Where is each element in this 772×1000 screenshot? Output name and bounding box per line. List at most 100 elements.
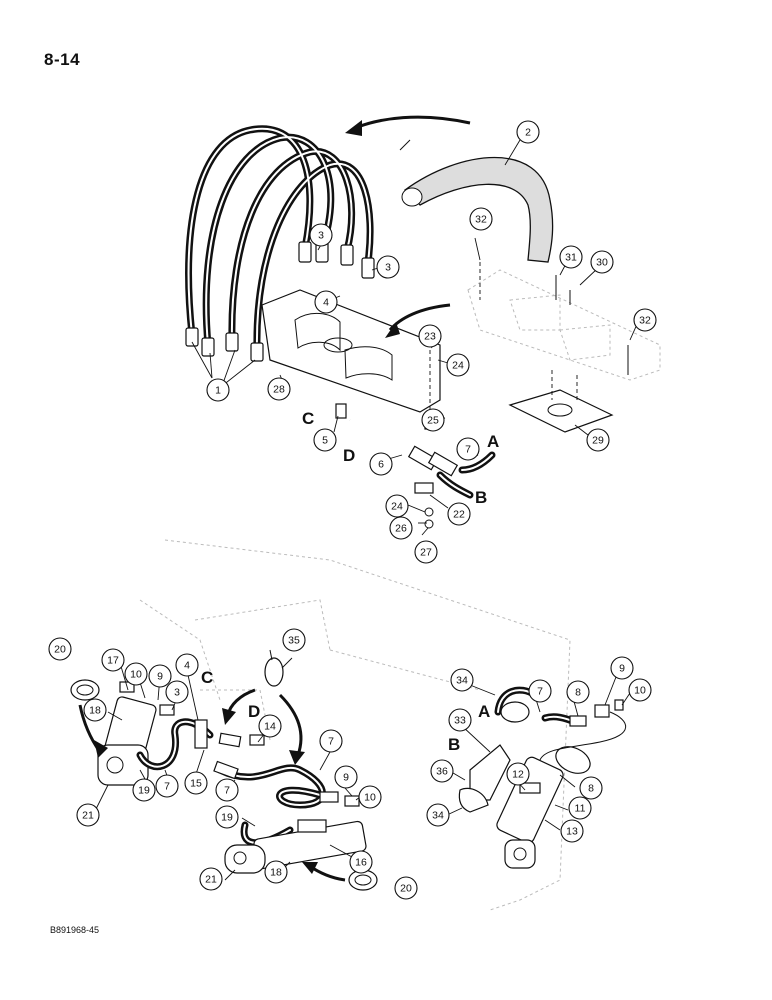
- callout-c9a: 9: [148, 664, 172, 688]
- callout-number: 32: [475, 214, 487, 226]
- callout-number: 30: [596, 257, 608, 269]
- clamp-left: [70, 679, 108, 758]
- callout-number: 7: [537, 686, 543, 698]
- callout-c9b: 9: [334, 765, 358, 789]
- callout-c10a: 10: [124, 662, 148, 686]
- arrow-left-2: [278, 693, 303, 756]
- callout-number: 3: [174, 687, 180, 699]
- callout-c10b: 10: [358, 785, 382, 809]
- callout-number: 34: [432, 810, 444, 822]
- callout-number: 11: [575, 803, 586, 815]
- callout-number: 15: [190, 778, 202, 790]
- callout-number: 8: [588, 783, 594, 795]
- callout-c34a: 34: [450, 668, 474, 692]
- callout-c16: 16: [349, 850, 373, 874]
- cylinder-left: [97, 681, 157, 786]
- callout-number: 29: [592, 435, 604, 447]
- callout-layer: 1233456722232424252627282930313232201710…: [48, 120, 657, 900]
- callout-number: 24: [452, 360, 464, 372]
- callout-c26: 26: [389, 516, 413, 540]
- callout-c28: 28: [267, 377, 291, 401]
- hose-sleeve: [399, 139, 554, 263]
- callout-c8b: 8: [579, 776, 603, 800]
- callout-c5: 5: [313, 428, 337, 452]
- callout-number: 27: [420, 547, 432, 559]
- callout-c9c: 9: [610, 656, 634, 680]
- callout-c33: 33: [448, 708, 472, 732]
- callout-c20b: 20: [394, 876, 418, 900]
- callout-c6: 6: [369, 452, 393, 476]
- callout-c3a: 3: [309, 223, 333, 247]
- mounting-plate: [261, 289, 441, 413]
- callout-number: 4: [184, 660, 190, 672]
- callout-number: 28: [273, 384, 285, 396]
- figure-id: B891968-45: [50, 925, 100, 935]
- callout-c11: 11: [568, 796, 592, 820]
- callout-c32a: 32: [469, 207, 493, 231]
- hose-group: [185, 125, 375, 362]
- callout-c27: 27: [414, 540, 438, 564]
- callout-c7d: 7: [215, 778, 239, 802]
- callout-number: 18: [270, 867, 282, 879]
- callout-number: 10: [364, 792, 376, 804]
- callout-number: 20: [54, 644, 66, 656]
- callout-number: 4: [323, 297, 329, 309]
- callout-number: 3: [385, 262, 391, 274]
- hose-right-group: [458, 686, 627, 813]
- callout-number: 35: [288, 635, 300, 647]
- callout-c2: 2: [516, 120, 540, 144]
- callout-number: 31: [565, 252, 577, 264]
- callout-c31: 31: [559, 245, 583, 269]
- callout-number: 12: [512, 769, 524, 781]
- callout-number: 18: [89, 705, 101, 717]
- letter-a-top: A: [487, 432, 499, 451]
- callout-number: 36: [436, 766, 448, 778]
- callout-number: 7: [164, 781, 170, 793]
- letter-b-bottom: B: [448, 735, 460, 754]
- callout-number: 2: [525, 127, 531, 139]
- arrow-plate: [388, 303, 451, 331]
- callout-c17: 17: [101, 648, 125, 672]
- callout-number: 25: [427, 415, 439, 427]
- callout-number: 16: [355, 857, 367, 869]
- cylinder-right: [496, 746, 591, 869]
- callout-c22: 22: [447, 502, 471, 526]
- callout-number: 7: [328, 736, 334, 748]
- callout-c35: 35: [282, 628, 306, 652]
- callout-c14: 14: [258, 714, 282, 738]
- callout-c36: 36: [430, 759, 454, 783]
- callout-number: 22: [453, 509, 465, 521]
- base-plate: [508, 389, 614, 433]
- callout-c7a: 7: [456, 437, 480, 461]
- callout-c1a: 1: [206, 378, 230, 402]
- callout-number: 19: [138, 785, 150, 797]
- callout-number: 9: [157, 671, 163, 683]
- letter-d-bottom: D: [248, 702, 260, 721]
- callout-number: 7: [465, 444, 471, 456]
- letter-b-top: B: [475, 488, 487, 507]
- callout-number: 19: [221, 812, 233, 824]
- callout-c8a: 8: [566, 680, 590, 704]
- callout-number: 9: [343, 772, 349, 784]
- callout-number: 6: [378, 459, 384, 471]
- callout-number: 20: [400, 883, 412, 895]
- callout-number: 10: [634, 685, 646, 697]
- callout-c18b: 18: [264, 860, 288, 884]
- callout-number: 26: [395, 523, 407, 535]
- callout-c18a: 18: [83, 698, 107, 722]
- cylinder-bottom: [224, 819, 367, 874]
- callout-c21a: 21: [76, 803, 100, 827]
- letter-a-bottom: A: [478, 702, 490, 721]
- callout-number: 33: [454, 715, 466, 727]
- callout-number: 32: [639, 315, 651, 327]
- callout-number: 17: [107, 655, 119, 667]
- clamp-bottom: [302, 862, 378, 891]
- callout-c12: 12: [506, 762, 530, 786]
- callout-number: 10: [130, 669, 142, 681]
- callout-c21b: 21: [199, 867, 223, 891]
- callout-number: 1: [215, 385, 221, 397]
- page-number: 8-14: [44, 50, 81, 69]
- callout-c29: 29: [586, 428, 610, 452]
- callout-c4a: 4: [314, 290, 338, 314]
